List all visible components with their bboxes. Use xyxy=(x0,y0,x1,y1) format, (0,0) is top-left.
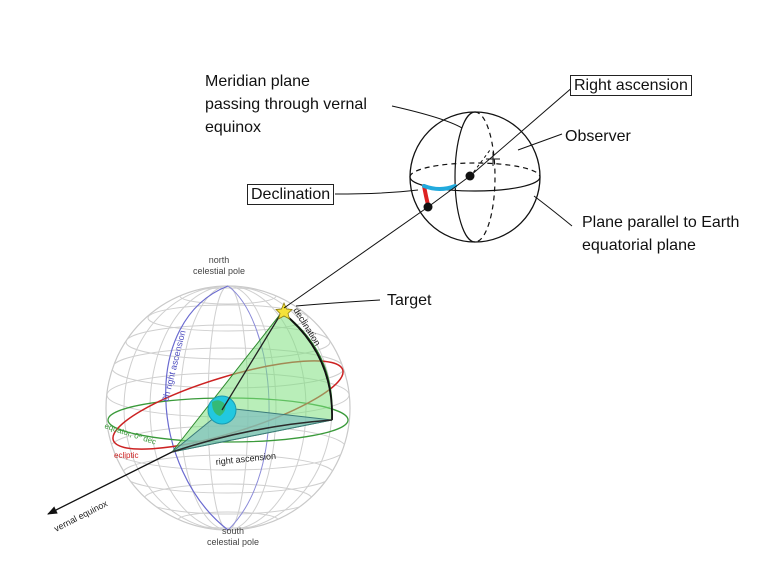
observer-leader xyxy=(517,133,563,151)
observer-sphere-outline xyxy=(409,111,541,243)
target-label: Target xyxy=(387,292,432,309)
earth-land xyxy=(212,400,226,416)
inner-line xyxy=(427,175,471,208)
right-ascension-leader xyxy=(469,85,575,177)
target-leader xyxy=(295,299,381,307)
plane-label-2: equatorial plane xyxy=(582,237,696,254)
right-ascension-arc xyxy=(171,419,333,453)
meridian-label-1: Meridian plane xyxy=(205,73,310,90)
meridian-leader xyxy=(391,105,463,129)
plane-leader xyxy=(533,195,573,227)
south-pole-label-1: south xyxy=(222,526,244,536)
right-ascension-box: Right ascension xyxy=(570,75,692,96)
vernal-equinox-label: vernal equinox xyxy=(52,498,109,534)
declination-red-arc xyxy=(422,184,430,207)
observer-sphere xyxy=(409,111,541,243)
observer-label: Observer xyxy=(565,128,631,145)
south-pole-label-2: celestial pole xyxy=(207,537,259,547)
meridian-back-dashed xyxy=(474,111,496,243)
equatorial-plane-back xyxy=(409,162,541,178)
declination-arc xyxy=(281,311,333,421)
north-pole-label-1: north xyxy=(209,255,230,265)
declination-box: Declination xyxy=(247,184,335,205)
ecliptic-label: ecliptic xyxy=(114,451,138,460)
equatorial-plane-front xyxy=(409,176,541,192)
meridian-label-3: equinox xyxy=(205,119,262,136)
declination-leader xyxy=(334,189,419,195)
meridian-front xyxy=(454,111,476,243)
right-ascension-blue-arc xyxy=(422,184,457,191)
target-direction-line xyxy=(221,311,283,411)
line-to-target xyxy=(283,206,429,309)
meridian-label-2: passing through vernal xyxy=(205,96,367,113)
target-star-icon xyxy=(275,301,293,320)
plane-label-1: Plane parallel to Earth xyxy=(582,214,740,231)
vernal-equinox-arrow xyxy=(47,451,173,515)
north-pole-label-2: celestial pole xyxy=(193,266,245,276)
